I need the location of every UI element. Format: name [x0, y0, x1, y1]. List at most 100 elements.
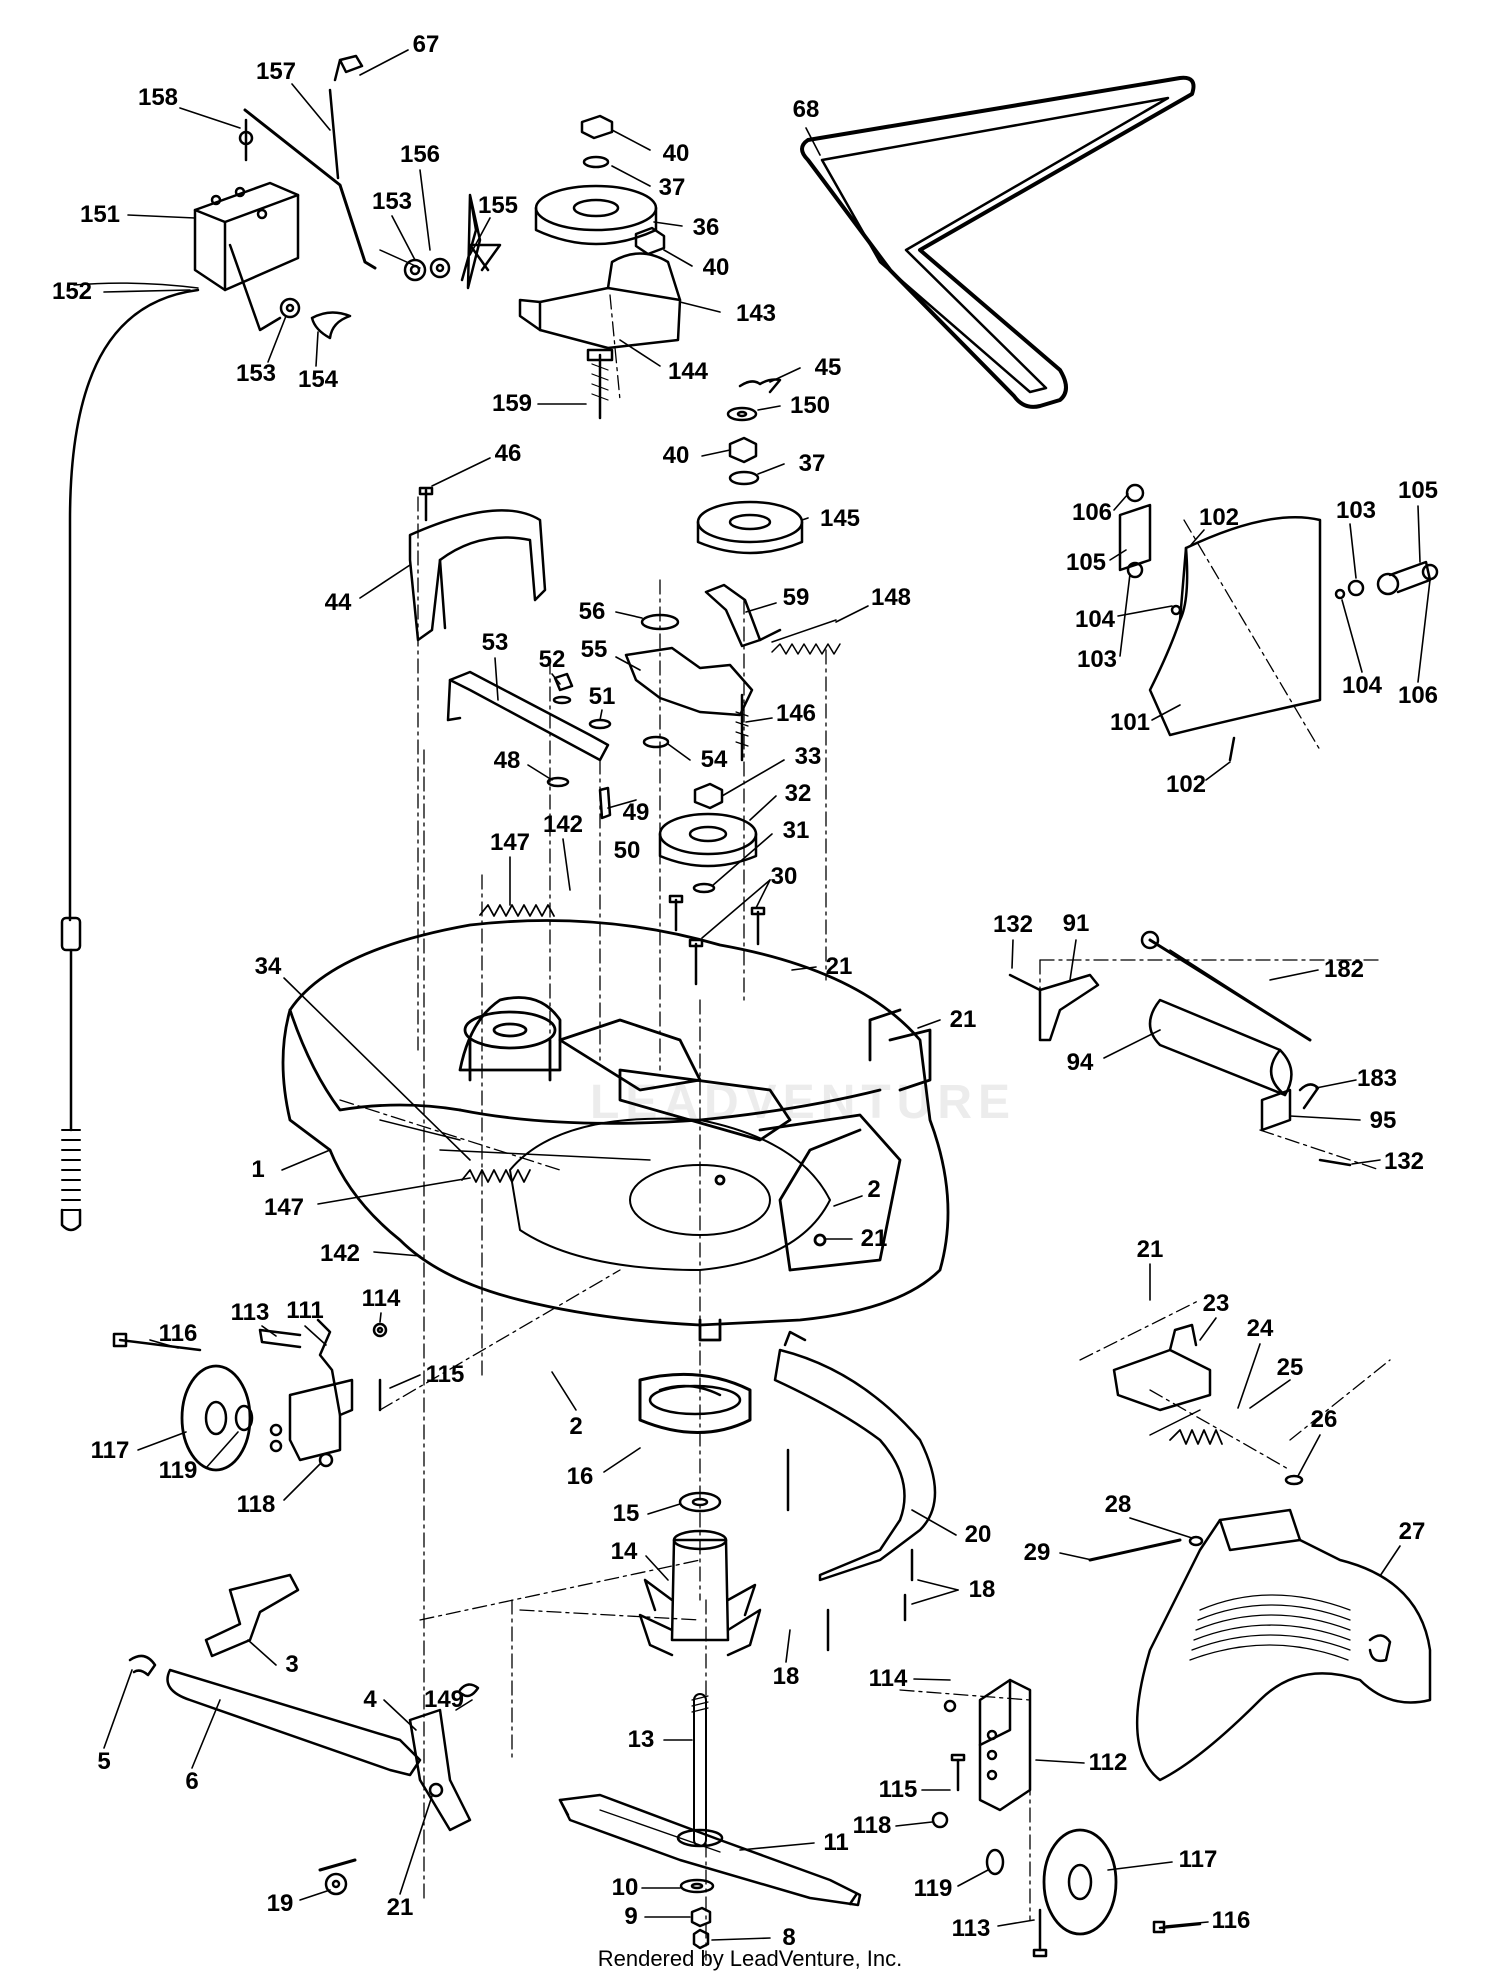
- part-callout-52: 52: [538, 646, 566, 673]
- part-callout-155: 155: [477, 192, 519, 219]
- part-callout-5: 5: [97, 1748, 111, 1775]
- left-wheel-assembly: [112, 1318, 388, 1472]
- part-callout-158: 158: [137, 84, 179, 111]
- part-callout-113: 113: [230, 1299, 270, 1326]
- part-callout-132: 132: [992, 911, 1034, 938]
- part-callout-9: 9: [624, 1903, 638, 1930]
- springs: [461, 904, 555, 1183]
- footer-credit: Rendered by LeadVenture, Inc.: [597, 1946, 903, 1971]
- part-callout-103: 103: [1076, 646, 1118, 673]
- right-wheel-assembly: [931, 1678, 1202, 1958]
- part-callout-46: 46: [494, 440, 522, 467]
- part-callout-116: 116: [1211, 1907, 1251, 1934]
- part-callout-152: 152: [51, 278, 93, 305]
- part-callout-32: 32: [784, 780, 812, 807]
- part-callout-24: 24: [1246, 1315, 1274, 1342]
- part-callout-153: 153: [235, 360, 277, 387]
- deck-hanger: [128, 1573, 480, 1896]
- belt-guard: [408, 486, 547, 642]
- control-cable: [60, 282, 200, 1232]
- part-callout-117: 117: [90, 1437, 130, 1464]
- part-callout-145: 145: [819, 505, 861, 532]
- part-callout-44: 44: [324, 589, 352, 616]
- part-callout-102: 102: [1165, 771, 1207, 798]
- part-callout-106: 106: [1397, 682, 1439, 709]
- part-callout-104: 104: [1074, 606, 1116, 633]
- deflector-assembly: [1118, 483, 1439, 762]
- part-callout-21: 21: [949, 1006, 977, 1033]
- part-callout-105: 105: [1397, 477, 1439, 504]
- part-callout-118: 118: [236, 1491, 276, 1518]
- part-callout-55: 55: [580, 636, 608, 663]
- part-callout-16: 16: [566, 1463, 594, 1490]
- part-callout-11: 11: [823, 1829, 849, 1856]
- part-callout-2: 2: [569, 1413, 583, 1440]
- part-callout-159: 159: [491, 390, 533, 417]
- part-callout-40: 40: [662, 140, 690, 167]
- part-callout-68: 68: [792, 96, 820, 123]
- part-callout-49: 49: [622, 799, 650, 826]
- part-callout-112: 112: [1088, 1749, 1128, 1776]
- part-callout-51: 51: [588, 683, 616, 710]
- part-callout-20: 20: [964, 1521, 992, 1548]
- part-callout-182: 182: [1323, 956, 1365, 983]
- part-callout-154: 154: [297, 366, 339, 393]
- part-callout-18: 18: [772, 1663, 800, 1690]
- pulley-stack: [696, 378, 804, 555]
- part-callout-142: 142: [319, 1240, 361, 1267]
- part-callout-91: 91: [1062, 910, 1090, 937]
- part-callout-102: 102: [1198, 504, 1240, 531]
- part-callout-94: 94: [1066, 1049, 1094, 1076]
- part-callout-21: 21: [860, 1225, 888, 1252]
- baffle-arm: [773, 1330, 937, 1652]
- part-callout-117: 117: [1178, 1846, 1218, 1873]
- part-callout-116: 116: [158, 1320, 198, 1347]
- part-callout-95: 95: [1369, 1107, 1397, 1134]
- part-callout-21: 21: [1136, 1236, 1164, 1263]
- part-callout-2: 2: [867, 1176, 881, 1203]
- watermark: LEADVENTURE: [590, 1076, 1017, 1129]
- anti-scalp-roller: [1008, 930, 1352, 1167]
- part-callout-48: 48: [493, 747, 521, 774]
- part-callout-119: 119: [158, 1457, 198, 1484]
- part-callout-149: 149: [423, 1686, 465, 1713]
- part-callout-142: 142: [542, 811, 584, 838]
- part-callout-21: 21: [386, 1894, 414, 1921]
- part-callout-111: 111: [286, 1297, 324, 1324]
- part-callout-59: 59: [782, 584, 810, 611]
- part-callout-28: 28: [1104, 1491, 1132, 1518]
- part-callout-118: 118: [852, 1812, 892, 1839]
- part-callout-26: 26: [1310, 1406, 1338, 1433]
- part-callout-143: 143: [735, 300, 777, 327]
- part-callout-25: 25: [1276, 1354, 1304, 1381]
- part-callout-36: 36: [692, 214, 720, 241]
- part-callout-37: 37: [798, 450, 826, 477]
- part-callout-146: 146: [775, 700, 817, 727]
- deck-pulley: [658, 782, 766, 986]
- part-callout-132: 132: [1383, 1148, 1425, 1175]
- mower-deck: [281, 919, 950, 1342]
- part-callout-106: 106: [1071, 499, 1113, 526]
- part-callout-147: 147: [489, 829, 531, 856]
- part-callout-34: 34: [254, 953, 282, 980]
- part-callout-21: 21: [825, 953, 853, 980]
- part-callout-113: 113: [951, 1915, 991, 1942]
- part-callout-13: 13: [627, 1726, 655, 1753]
- part-callout-103: 103: [1335, 497, 1377, 524]
- part-callout-56: 56: [578, 598, 606, 625]
- spindle-assembly: [638, 1372, 762, 1848]
- part-callout-50: 50: [613, 837, 641, 864]
- drive-belt: [800, 75, 1196, 409]
- part-callout-148: 148: [870, 584, 912, 611]
- part-callout-29: 29: [1023, 1539, 1051, 1566]
- leader-lines: [103, 49, 1431, 1941]
- part-callout-40: 40: [662, 442, 690, 469]
- part-callout-114: 114: [868, 1665, 908, 1692]
- part-callout-156: 156: [399, 141, 441, 168]
- assembly-lines: [339, 294, 1391, 1961]
- part-callout-15: 15: [612, 1500, 640, 1527]
- part-callout-153: 153: [371, 188, 413, 215]
- part-callout-151: 151: [79, 201, 121, 228]
- part-callout-115: 115: [878, 1776, 918, 1803]
